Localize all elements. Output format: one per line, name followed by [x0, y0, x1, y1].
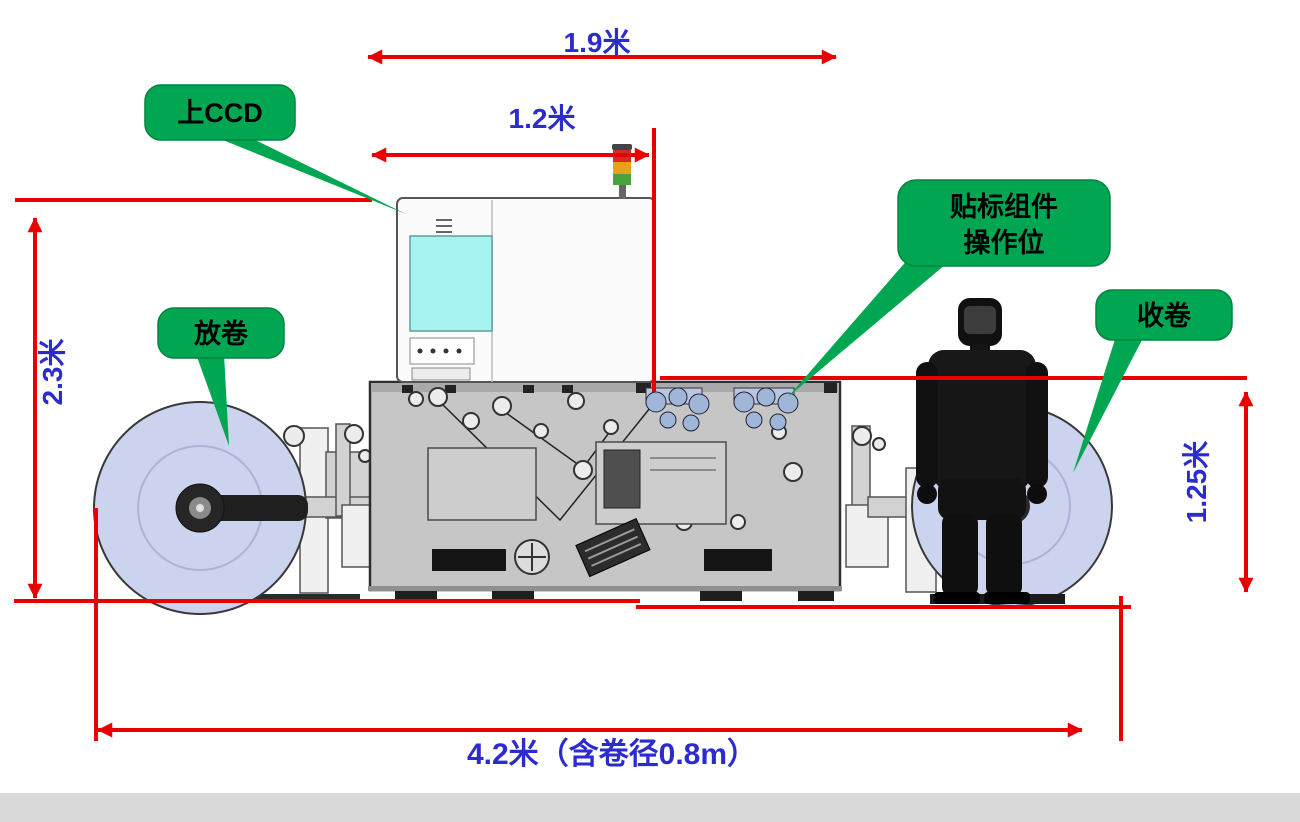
rewind-callout-box — [1095, 289, 1233, 341]
unwind-callout-box — [157, 307, 285, 359]
labeling-stations — [645, 387, 799, 432]
rewind-callout-label: 收卷 — [1137, 301, 1192, 331]
dimension-labels: 1.9米 1.2米 2.3米 1.25米 4.2米（含卷径0.8m） — [37, 27, 1212, 771]
right-bracket — [845, 425, 929, 568]
inner-panels — [427, 441, 727, 525]
ccd-callout-leader — [213, 136, 406, 214]
lamp-yellow — [613, 162, 631, 174]
lamp-green — [613, 174, 631, 185]
labeling-callout-box — [897, 179, 1111, 267]
dim-label-1-25m: 1.25米 — [1181, 441, 1212, 524]
bottom-strip — [0, 793, 1300, 822]
unwind-roll — [93, 401, 308, 615]
rewind-callout-leader — [1073, 336, 1144, 473]
left-bracket — [335, 423, 373, 568]
ccd-callout-label: 上CCD — [177, 98, 263, 128]
dim-label-4-2m: 4.2米（含卷径0.8m） — [467, 737, 757, 771]
ccd-callout-box — [144, 84, 296, 141]
unwind-callout-label: 放卷 — [193, 318, 249, 349]
labeling-callout-label-line2: 操作位 — [964, 227, 1045, 258]
signal-tower-lamp — [612, 144, 632, 199]
upper-housing — [396, 197, 656, 383]
dim-label-2-3m: 2.3米 — [37, 339, 68, 406]
dim-label-1-2m: 1.2米 — [509, 103, 576, 134]
callouts: 上CCD 放卷 贴标组件 操作位 收卷 — [144, 84, 1233, 473]
labeling-callout-leader — [788, 250, 946, 397]
machine-drawing — [93, 144, 1113, 615]
labeling-callout-label-line1: 贴标组件 — [950, 191, 1058, 222]
unwind-callout-leader — [196, 354, 229, 446]
ccd-screen — [409, 235, 493, 332]
dim-label-1-9m: 1.9米 — [564, 27, 631, 58]
operator-figure — [916, 298, 1048, 604]
machine-controls — [432, 517, 772, 578]
dimension-lines — [14, 49, 1254, 741]
